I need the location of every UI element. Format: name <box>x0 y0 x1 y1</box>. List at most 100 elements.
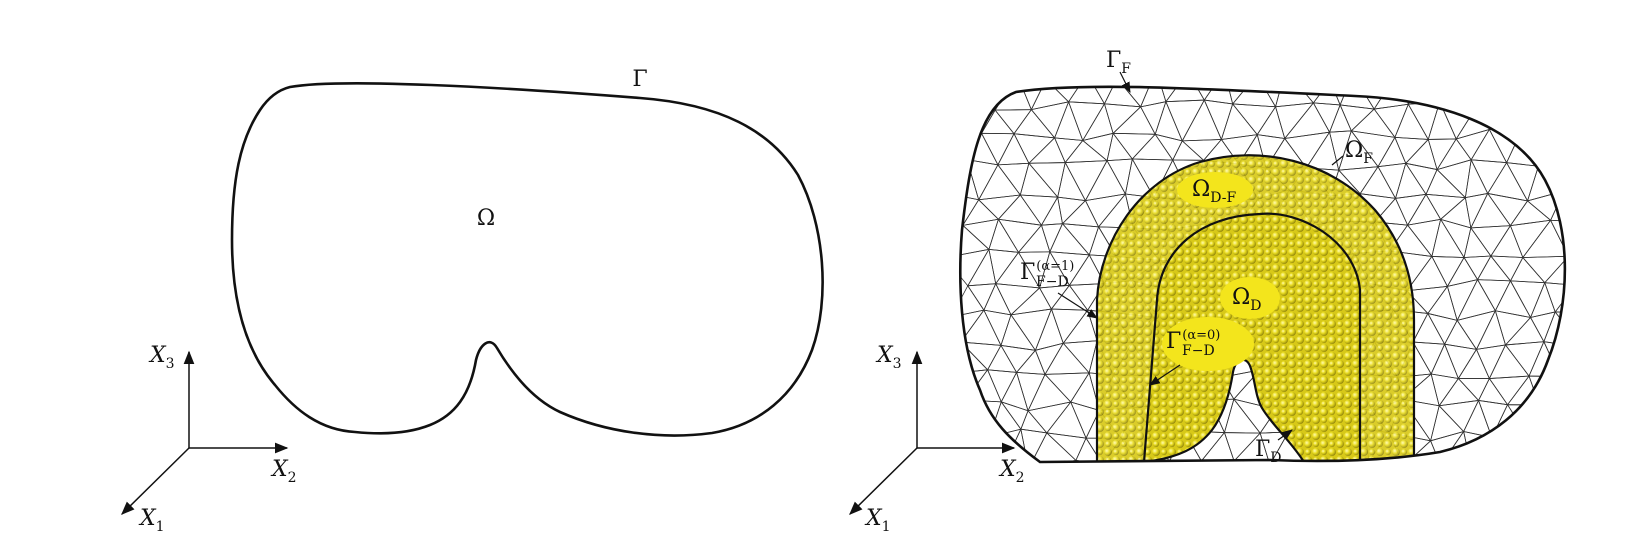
mesh-triangle <box>1562 432 1565 462</box>
mesh-triangle <box>1373 86 1409 110</box>
mesh-triangle <box>1446 279 1479 322</box>
mesh-triangle <box>1231 103 1277 136</box>
mesh-triangle <box>1549 189 1565 223</box>
mesh-triangle <box>1054 100 1084 141</box>
mesh-triangle <box>1487 161 1529 202</box>
mesh-triangle <box>1561 86 1565 111</box>
mesh-triangle <box>1543 255 1565 286</box>
mesh-triangle <box>1585 78 1616 109</box>
gamma-f-label: ΓF <box>1106 48 1131 77</box>
mesh-triangle <box>1456 310 1497 351</box>
mesh-triangle <box>1537 138 1565 167</box>
mesh-triangle <box>960 86 980 105</box>
mesh-triangle <box>1488 344 1530 379</box>
omega-d-bubble <box>1220 277 1280 319</box>
mesh-triangle <box>1585 107 1616 131</box>
mesh-triangle <box>1575 253 1614 285</box>
mesh-triangle <box>1463 430 1493 462</box>
mesh-triangle <box>1425 168 1467 199</box>
mesh-triangle <box>1529 311 1556 343</box>
omega-f-label: ΩF <box>1345 138 1373 167</box>
mesh-triangle <box>1154 133 1183 161</box>
domain-label-omega: Ω <box>477 206 495 231</box>
mesh-triangle <box>1256 105 1286 140</box>
axis-x2-label: X2 <box>998 457 1025 486</box>
omega-df-bubble <box>1177 172 1253 208</box>
mesh-triangle <box>977 164 1022 201</box>
mesh-triangle <box>960 224 990 259</box>
mesh-triangle <box>1476 279 1512 312</box>
mesh-triangle <box>964 86 996 111</box>
mesh-triangle <box>1046 401 1087 439</box>
mesh-triangle <box>1509 256 1546 284</box>
mesh-triangle <box>1464 158 1489 199</box>
mesh-triangle <box>1461 86 1490 102</box>
mesh-triangle <box>1134 460 1170 462</box>
mesh-triangle <box>1532 465 1556 499</box>
mesh-triangle <box>1455 128 1491 161</box>
mesh-triangle <box>1456 278 1496 321</box>
mesh-triangle <box>1470 159 1508 195</box>
omega-df-label: ΩD-F <box>1192 177 1236 206</box>
mesh-triangle <box>1106 132 1134 162</box>
mesh-triangle <box>1034 342 1065 376</box>
mesh-triangle <box>1403 465 1440 492</box>
mesh-triangle <box>1046 459 1090 462</box>
mesh-triangle <box>1463 255 1492 281</box>
axis-x3-label: X3 <box>875 343 902 372</box>
mesh-triangle <box>1377 136 1407 168</box>
mesh-triangle <box>1424 86 1464 103</box>
axis-x1-label: X1 <box>138 506 165 535</box>
mesh-triangle <box>1000 401 1029 431</box>
mesh-triangle <box>1312 86 1341 106</box>
mesh-triangle <box>1463 226 1492 258</box>
mesh-triangle <box>1352 86 1400 110</box>
mesh-triangle <box>1089 464 1118 499</box>
mesh-triangle <box>1491 437 1530 462</box>
left-axes: X3 X2 X1 <box>121 343 297 535</box>
domain-boundary <box>230 82 824 437</box>
axis-x2-label: X2 <box>270 457 297 486</box>
mesh-triangle <box>1509 219 1552 259</box>
mesh-triangle <box>1471 466 1516 491</box>
mesh-triangle <box>1509 200 1552 227</box>
omega-f-pointer <box>1331 155 1344 166</box>
mesh-triangle <box>1168 460 1202 462</box>
mesh-triangle <box>1578 131 1613 170</box>
mesh-triangle <box>1233 460 1271 462</box>
mesh-triangle <box>1304 459 1345 462</box>
mesh-triangle <box>997 218 1043 254</box>
gamma-fd-alpha0-label: Γ(α=0)F−D <box>1166 328 1220 359</box>
mesh-triangle <box>1040 195 1063 226</box>
mesh-triangle <box>1431 218 1465 258</box>
mesh-triangle <box>1494 310 1532 346</box>
mesh-triangle <box>1259 465 1297 498</box>
mesh-triangle <box>1028 162 1066 199</box>
mesh-triangle <box>1394 136 1430 165</box>
mesh-triangle <box>1000 344 1037 374</box>
mesh-triangle <box>1538 375 1565 407</box>
mesh-triangle <box>1430 430 1465 462</box>
mesh-triangle <box>1154 461 1195 462</box>
mesh-triangle <box>1103 86 1142 108</box>
gamma-d-pointer <box>1277 429 1293 441</box>
mesh-triangle <box>1578 191 1612 222</box>
mesh-triangle <box>1521 128 1564 167</box>
mesh-triangle <box>1081 102 1114 142</box>
mesh-triangle <box>983 282 1012 316</box>
mesh-triangle <box>1061 199 1100 228</box>
mesh-triangle <box>960 158 980 201</box>
mesh-triangle <box>986 369 1018 403</box>
mesh-triangle <box>1027 373 1072 412</box>
mesh-triangle <box>1583 313 1609 348</box>
mesh-triangle <box>1488 470 1532 491</box>
mesh-triangle <box>1220 103 1258 140</box>
mesh-triangle <box>1543 460 1565 462</box>
mesh-triangle <box>967 248 997 287</box>
mesh-triangle <box>1140 101 1167 136</box>
mesh-triangle <box>994 109 1033 135</box>
gamma-fd-alpha1-pointer <box>1057 292 1098 319</box>
axis-x1-line <box>121 447 190 515</box>
mesh-triangle <box>1406 218 1442 258</box>
mesh-triangle <box>1506 375 1540 406</box>
